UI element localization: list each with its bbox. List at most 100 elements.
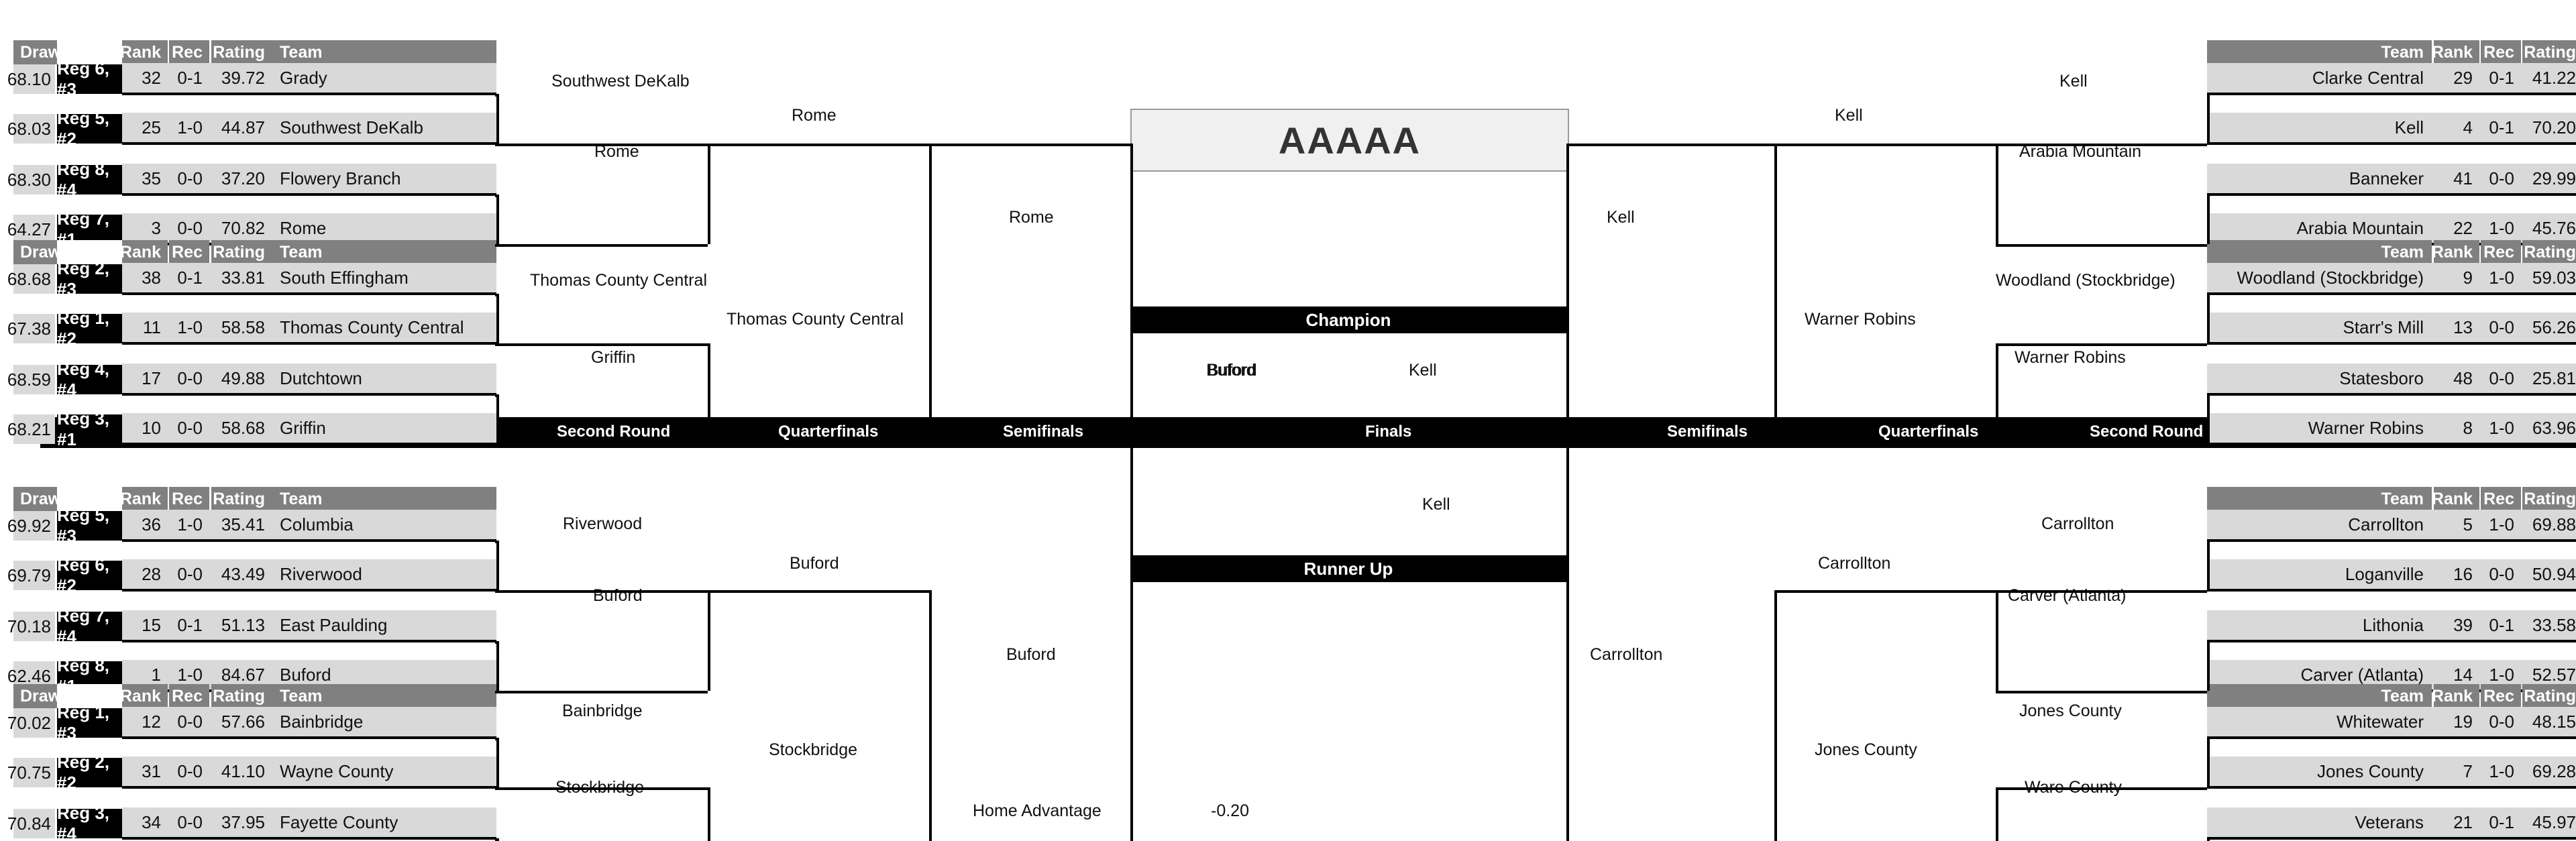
advance-slot-quarterfinal: Buford [1006,645,1056,664]
column-header-rec: Rec [169,240,209,264]
cell-team: Columbia [280,514,354,535]
cell-team: Wayne County [280,761,394,781]
cell-rank: 16 [2453,563,2473,584]
cell-rec: 0-1 [177,267,203,288]
first-round-stub [495,541,496,543]
cell-draw: 68.10 [7,64,55,94]
column-header-rank: Rank [120,240,168,264]
advance-slot-second-round: Rome [792,106,837,125]
cell-rank: 11 [143,317,161,337]
classification-title-box: AAAAA [1130,109,1569,172]
cell-rec: 0-0 [2489,563,2514,584]
qf-line [708,590,929,593]
column-header-draw: Draw [13,487,61,511]
cell-rank: 4 [2463,117,2473,137]
cell-rec: 1-0 [2489,417,2514,438]
cell-rec: 1-0 [177,664,203,685]
fr-vert [2207,838,2210,841]
cell-rank: 7 [2463,761,2473,781]
cell-draw: 68.59 [7,365,55,394]
sf-line [1566,144,1774,146]
cell-seed: Reg 7, #1 [57,209,122,249]
sr-line [1996,144,2207,146]
cell-team: Loganville [2345,563,2424,584]
cell-rec: 0-0 [177,711,203,732]
cell-rating: 25.81 [2532,368,2576,388]
fr-vert [2207,194,2210,244]
cell-rank: 21 [2453,811,2473,832]
cell-rec: 1-0 [2489,761,2514,781]
advance-slot-first-round: Bainbridge [562,702,643,720]
column-header-seed-spacer [57,684,122,708]
cell-seed: Reg 4, #4 [57,359,122,400]
cell-rec: 0-0 [2489,317,2514,337]
qf-vert [929,590,932,841]
column-header-rating: Rating [2522,240,2576,264]
cell-seed: Reg 5, #2 [57,108,122,149]
cell-rank: 13 [2453,317,2473,337]
first-round-stub [495,144,496,146]
column-header-rec: Rec [169,684,209,708]
cell-rec: 1-0 [2489,217,2514,238]
cell-rating: 69.28 [2532,761,2576,781]
cell-rank: 38 [142,267,161,288]
cell-rec: 0-0 [2489,711,2514,732]
cell-rank: 28 [142,563,161,584]
column-header-rating: Rating [211,240,272,264]
fr-vert [496,294,499,343]
first-round-stub [495,343,496,346]
sr-line [1996,343,2207,346]
cell-rec: 1-0 [2489,514,2514,535]
fr-vert [496,641,499,691]
cell-rating: 69.88 [2532,514,2576,535]
cell-rec: 0-1 [177,614,203,635]
cell-seed: Reg 5, #3 [57,505,122,546]
cell-rank: 34 [142,811,161,832]
advance-slot-first-round: Warner Robins [2015,348,2126,367]
sr-vert [708,590,710,691]
cell-rating: 50.94 [2532,563,2576,584]
first-round-stub [495,444,496,447]
qf-vert [1774,590,1777,841]
sr-vert [708,343,710,444]
cell-rank: 48 [2453,368,2473,388]
cell-rating: 33.81 [221,267,265,288]
cell-team: Jones County [2317,761,2424,781]
advance-slot-second-round: Thomas County Central [727,310,904,329]
column-header-rank: Rank [120,40,168,64]
cell-rating: 37.95 [221,811,265,832]
column-header-seed-spacer [57,487,122,511]
advance-slot-second-round: Kell [1835,106,1863,125]
cell-rec: 0-0 [177,368,203,388]
advance-slot-first-round: Jones County [2019,702,2122,720]
advance-slot-quarterfinal: Kell [1607,208,1635,227]
sr-line [1996,444,2207,447]
column-header-draw: Draw [13,684,61,708]
cell-rec: 0-0 [177,168,203,188]
fr-vert [2207,541,2210,590]
cell-rating: 39.72 [221,67,265,88]
advance-slot-first-round: Kell [2059,72,2088,91]
cell-rank: 3 [151,217,161,238]
column-header-team: Team [272,240,496,264]
cell-seed: Reg 6, #3 [57,58,122,99]
advance-slot-quarterfinal: Carrollton [1590,645,1663,664]
qf-vert [1774,144,1777,444]
first-round-stub [495,838,496,841]
cell-seed: Reg 7, #4 [57,606,122,647]
sr-vert [1996,590,1998,691]
sr-line [496,787,708,790]
advance-slot-semifinal: Kell [1409,361,1437,380]
cell-seed: Reg 6, #2 [57,555,122,596]
column-header-team: Team [272,684,496,708]
cell-draw: 67.38 [7,314,55,343]
